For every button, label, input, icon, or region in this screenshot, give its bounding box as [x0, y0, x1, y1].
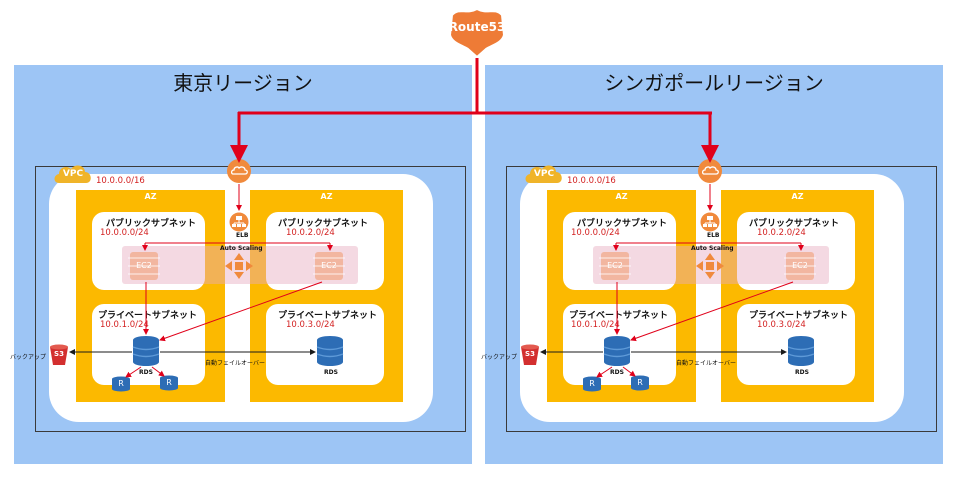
subnet-name: プライベートサブネット: [278, 311, 378, 321]
read-replica-icon: R: [111, 376, 131, 392]
internet-gateway-icon: [697, 158, 723, 184]
subnet-name: パブリックサブネット: [106, 219, 197, 229]
read-replica-label: R: [118, 379, 124, 388]
az-label: AZ: [144, 192, 157, 201]
subnet-name: パブリックサブネット: [278, 219, 369, 229]
vpc-frame: [35, 166, 466, 432]
rds-label: RDS: [139, 369, 153, 376]
ec2-icon: EC2: [313, 250, 345, 282]
ec2-label: EC2: [792, 261, 808, 270]
rds-icon: [787, 335, 815, 367]
auto-scaling-icon: [696, 253, 724, 279]
rds-icon: [603, 335, 631, 367]
vpc-frame: [506, 166, 937, 432]
subnet-cidr: 10.0.2.0/24: [286, 228, 335, 238]
failover-label: 自動フェイルオーバー: [676, 360, 736, 367]
public-subnet: パブリックサブネット 10.0.0.0/24: [563, 212, 676, 290]
vpc-cloud-icon: VPC: [53, 163, 93, 185]
route53-label: Route53: [448, 20, 506, 34]
rds-icon: [316, 335, 344, 367]
read-replica-icon: R: [159, 375, 179, 391]
subnet-name: パブリックサブネット: [749, 219, 840, 229]
rds-label: RDS: [324, 369, 338, 376]
internet-gateway-icon: [226, 158, 252, 184]
s3-label: S3: [525, 350, 535, 358]
public-subnet: パブリックサブネット 10.0.2.0/24: [737, 212, 855, 290]
auto-scaling-label: Auto Scaling: [691, 245, 734, 252]
ec2-label: EC2: [136, 261, 152, 270]
vpc-cloud-icon: VPC: [524, 163, 564, 185]
subnet-name: プライベートサブネット: [569, 311, 669, 321]
subnet-cidr: 10.0.1.0/24: [100, 320, 149, 330]
s3-bucket-icon: S3: [49, 344, 69, 366]
elb-label: ELB: [236, 232, 249, 239]
route53-icon[interactable]: Route53: [446, 5, 508, 59]
ec2-label: EC2: [321, 261, 337, 270]
s3-label: S3: [54, 350, 64, 358]
elb-label: ELB: [707, 232, 720, 239]
vpc-cidr: 10.0.0.0/16: [567, 176, 616, 186]
region-title: シンガポールリージョン: [604, 71, 824, 95]
auto-scaling-label: Auto Scaling: [220, 245, 263, 252]
vpc-label: VPC: [62, 169, 84, 179]
vpc-label: VPC: [533, 169, 555, 179]
auto-scaling-icon: [225, 253, 253, 279]
ec2-icon: EC2: [128, 250, 160, 282]
public-subnet: パブリックサブネット 10.0.0.0/24: [92, 212, 205, 290]
subnet-cidr: 10.0.1.0/24: [571, 320, 620, 330]
subnet-cidr: 10.0.2.0/24: [757, 228, 806, 238]
read-replica-label: R: [166, 378, 172, 387]
subnet-name: プライベートサブネット: [98, 311, 198, 321]
elb-icon: [700, 212, 720, 232]
az-label: AZ: [615, 192, 628, 201]
backup-label: バックアップ: [10, 354, 47, 361]
backup-label: バックアップ: [481, 354, 518, 361]
az-label: AZ: [791, 192, 804, 201]
subnet-name: パブリックサブネット: [577, 219, 668, 229]
read-replica-label: R: [637, 378, 643, 387]
subnet-name: プライベートサブネット: [749, 311, 849, 321]
read-replica-label: R: [589, 379, 595, 388]
region-title: 東京リージョン: [173, 71, 313, 95]
read-replica-icon: R: [582, 376, 602, 392]
ec2-icon: EC2: [784, 250, 816, 282]
rds-label: RDS: [610, 369, 624, 376]
failover-label: 自動フェイルオーバー: [205, 360, 265, 367]
ec2-icon: EC2: [599, 250, 631, 282]
subnet-cidr: 10.0.0.0/24: [571, 228, 620, 238]
elb-icon: [229, 212, 249, 232]
vpc-cidr: 10.0.0.0/16: [96, 176, 145, 186]
ec2-label: EC2: [607, 261, 623, 270]
rds-label: RDS: [795, 369, 809, 376]
public-subnet: パブリックサブネット 10.0.2.0/24: [266, 212, 384, 290]
subnet-cidr: 10.0.0.0/24: [100, 228, 149, 238]
rds-icon: [132, 335, 160, 367]
read-replica-icon: R: [630, 375, 650, 391]
az-label: AZ: [320, 192, 333, 201]
s3-bucket-icon: S3: [520, 344, 540, 366]
